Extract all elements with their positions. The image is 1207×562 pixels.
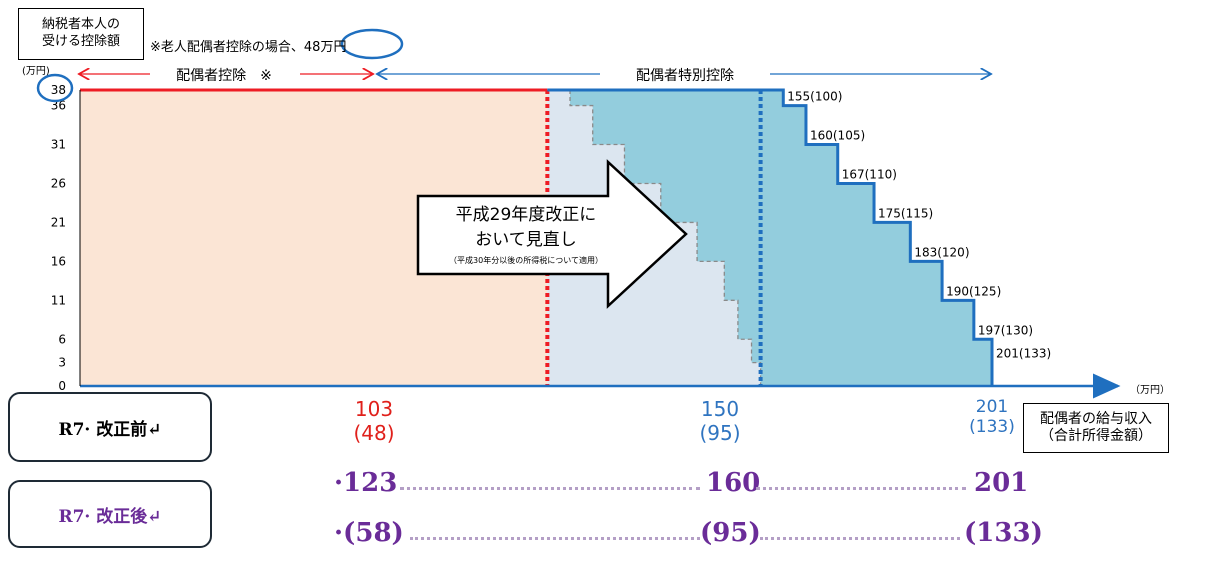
y-tick-label: 6: [58, 332, 66, 346]
current-steps-line: [547, 88, 994, 386]
income-box: 配偶者の給与収入 （合計所得金額）: [1023, 403, 1169, 453]
taxpayer-box: 納税者本人の 受ける控除額: [18, 8, 144, 60]
after-value-58: ·(58): [334, 518, 404, 548]
before-row-label-text: R7· 改正前↵: [58, 419, 162, 440]
reform-arrow-line3: （平成30年分以後の所得税について適用）: [449, 255, 603, 265]
before-value-201-top: 201: [975, 397, 1009, 417]
before-value-103-bottom: (48): [353, 421, 395, 445]
after-value-95: (95): [700, 518, 761, 548]
y-38-circle: [36, 73, 74, 103]
after-value-160: 160: [706, 468, 761, 498]
reform-arrow-line2: おいて見直し: [475, 230, 577, 250]
x-unit-label: （万円）: [1130, 384, 1170, 396]
y-tick-label: 38: [51, 83, 66, 97]
elderly-note-text: ※老人配偶者控除の場合、: [150, 40, 304, 55]
before-value-150-bottom: (95): [699, 421, 741, 445]
step-label: 183(120): [914, 245, 969, 259]
y-tick-label: 26: [51, 176, 66, 190]
elderly-amount-circle: [340, 28, 404, 60]
before-value-201: 201 (133): [962, 397, 1022, 437]
after-dots-1a: [400, 487, 700, 490]
before-value-201-bottom: (133): [969, 417, 1015, 437]
y-unit-label: (万円): [22, 66, 50, 77]
after-row-label: R7· 改正後↵: [8, 480, 212, 548]
before-value-103-top: 103: [354, 397, 394, 421]
y-tick-label: 11: [51, 293, 66, 307]
after-value-123: ·123: [334, 468, 398, 498]
step-label: 190(125): [946, 284, 1001, 298]
after-dots-2a: [410, 537, 700, 540]
after-value-133: (133): [964, 518, 1043, 548]
step-label: 160(105): [810, 129, 865, 143]
step-label: 175(115): [878, 206, 933, 220]
step-label: 155(100): [787, 90, 842, 104]
elderly-note: ※老人配偶者控除の場合、48万円: [150, 36, 346, 55]
step-label: 197(130): [978, 323, 1033, 337]
step-label: 201(133): [996, 347, 1051, 361]
before-value-103: 103 (48): [344, 397, 404, 445]
after-dots-2b: [760, 537, 960, 540]
after-dots-1b: [756, 487, 966, 490]
spouse-deduction-label: 配偶者控除 ※: [176, 68, 272, 84]
before-value-150-top: 150: [700, 397, 740, 421]
after-row-label-text: R7· 改正後↵: [58, 506, 162, 527]
y-tick-label: 31: [51, 138, 66, 152]
special-deduction-area: [570, 90, 992, 386]
y-tick-label: 0: [58, 379, 66, 393]
before-row-label: R7· 改正前↵: [8, 392, 212, 462]
reform-arrow-line1: 平成29年度改正に: [456, 205, 597, 225]
special-deduction-label: 配偶者特別控除: [636, 68, 734, 84]
y-tick-label: 21: [51, 215, 66, 229]
y-tick-label: 3: [58, 356, 66, 370]
y-tick-label: 16: [51, 254, 66, 268]
old-steps-line: [569, 90, 762, 386]
reform-arrow-shape: [416, 159, 688, 309]
elderly-amount: 48万円: [303, 40, 347, 55]
step-label: 167(110): [842, 167, 897, 181]
after-value-201: 201: [974, 468, 1029, 498]
before-value-150: 150 (95): [690, 397, 750, 445]
